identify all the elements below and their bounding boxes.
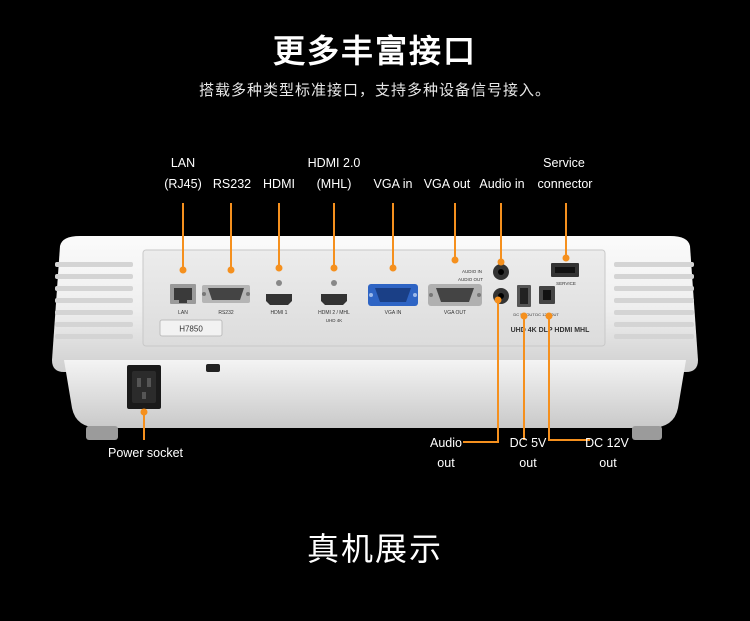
callout-hdmi2-line2: (MHL) bbox=[316, 177, 352, 191]
model-label: H7850 bbox=[179, 325, 203, 334]
callout-rs232: RS232 bbox=[212, 177, 252, 191]
vga-out-panel-label: VGA OUT bbox=[444, 310, 466, 316]
callout-dots bbox=[140, 254, 570, 416]
hdmi1-port bbox=[266, 280, 292, 305]
callout-hdmi: HDMI bbox=[263, 177, 295, 191]
lan-panel-label: LAN bbox=[178, 310, 188, 316]
callout-dc5v-line2: out bbox=[519, 456, 537, 470]
service-panel-label: SERVICE bbox=[556, 281, 576, 286]
callout-lan-line1: LAN bbox=[170, 156, 196, 170]
callout-lan: LAN bbox=[163, 156, 203, 170]
uhd-panel-label: UHD 4K bbox=[326, 318, 343, 323]
vent-right bbox=[614, 262, 694, 339]
callout-audio-in: Audio in bbox=[479, 177, 525, 191]
page-subtitle: 搭载多种类型标准接口，支持多种设备信号接入。 bbox=[198, 81, 551, 99]
callout-service-line1: Service bbox=[543, 156, 585, 170]
vga-out-port bbox=[428, 284, 482, 306]
callout-vga-in: VGA in bbox=[373, 177, 413, 191]
page-title: 更多丰富接口 bbox=[272, 32, 477, 70]
vga-in-port bbox=[368, 284, 418, 306]
callout-dc12v-line1: DC 12V bbox=[585, 436, 629, 450]
projector-base bbox=[64, 360, 686, 428]
dc12v-port bbox=[539, 286, 555, 304]
section-title: 真机展示 bbox=[306, 530, 443, 568]
hdmi2-panel-label: HDMI 2 / MHL bbox=[318, 310, 350, 316]
hdmi2-port bbox=[321, 280, 347, 305]
audio-in-jack bbox=[493, 264, 509, 280]
callout-vga-out: VGA out bbox=[423, 177, 471, 191]
security-slot bbox=[206, 364, 220, 372]
hdmi1-panel-label: HDMI 1 bbox=[271, 310, 288, 316]
certification-logos: UHD 4K DLP HDMI MHL bbox=[511, 327, 591, 334]
callout-audio-out-line2: out bbox=[437, 456, 455, 470]
callout-service-line2: connector bbox=[537, 177, 593, 191]
audio-in-panel-label: AUDIO IN bbox=[462, 269, 482, 274]
vga-in-panel-label: VGA IN bbox=[385, 310, 402, 316]
callout-lan-sub: (RJ45) bbox=[164, 177, 202, 191]
callout-dc12v-line2: out bbox=[599, 456, 617, 470]
callout-audio-out-line1: Audio bbox=[430, 436, 462, 450]
callout-power-socket: Power socket bbox=[108, 446, 184, 460]
callout-dc5v-line1: DC 5V bbox=[509, 436, 547, 450]
rs232-panel-label: RS232 bbox=[218, 310, 234, 316]
foot-left bbox=[86, 426, 118, 440]
audio-out-panel-label: AUDIO OUT bbox=[458, 277, 483, 282]
callout-lines bbox=[143, 203, 590, 443]
lan-port bbox=[170, 284, 196, 304]
vent-left bbox=[55, 262, 133, 339]
callout-hdmi2-line1: HDMI 2.0 bbox=[307, 156, 361, 170]
power-socket bbox=[127, 365, 161, 409]
rs232-port bbox=[202, 285, 250, 303]
dc5v-usb-port bbox=[517, 285, 531, 307]
service-port bbox=[551, 263, 579, 277]
foot-right bbox=[632, 426, 662, 440]
